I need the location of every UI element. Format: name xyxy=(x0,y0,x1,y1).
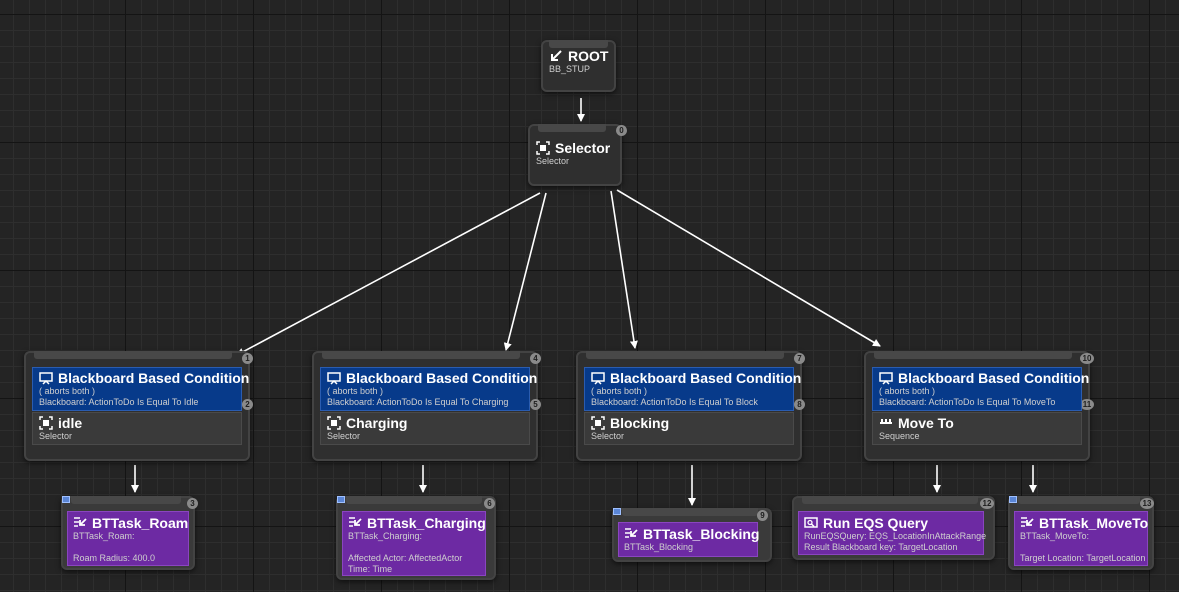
decorator-blackboard-condition[interactable]: Blackboard Based Condition ( aborts both… xyxy=(32,367,249,411)
task-index: 13 xyxy=(1140,498,1154,509)
task-title: BTTask_Roam xyxy=(92,515,189,531)
task-line-3: Roam Radius: 400.0 xyxy=(73,553,156,563)
task-line-1: RunEQSQuery: EQS_LocationInAttackRange xyxy=(804,531,987,541)
task-index: 9 xyxy=(757,510,768,521)
decorator-index: 10 xyxy=(1080,353,1094,364)
decorator-aborts: ( aborts both ) xyxy=(879,386,936,396)
composite-title: idle xyxy=(58,415,83,431)
composite-charging[interactable]: Charging Selector xyxy=(320,412,530,445)
task-node-charging[interactable]: 6 BTTask_Charging BTTask_Charging: Affec… xyxy=(336,496,496,580)
composite-subtitle: Selector xyxy=(591,431,625,441)
task-title: BTTask_Charging xyxy=(367,515,486,531)
root-subtitle: BB_STUP xyxy=(549,64,591,74)
decorator-aborts: ( aborts both ) xyxy=(39,386,96,396)
composite-blocking[interactable]: Blocking Selector xyxy=(584,412,794,445)
eqs-query-icon xyxy=(804,517,818,528)
branch-node-blocking[interactable]: 7 8 Blackboard Based Condition ( aborts … xyxy=(576,351,805,461)
wire-selector-charging xyxy=(503,192,547,351)
blackboard-monitor-icon xyxy=(39,372,53,385)
root-node[interactable]: ROOT BB_STUP xyxy=(541,40,616,92)
composite-index: 11 xyxy=(1080,399,1094,410)
task-line-2: Result Blackboard key: TargetLocation xyxy=(804,542,958,552)
decorator-index: 7 xyxy=(794,353,805,364)
task-node-move-to[interactable]: 13 BTTask_MoveTo BTTask_MoveTo: Target L… xyxy=(1008,496,1154,570)
composite-idle[interactable]: idle Selector xyxy=(32,412,242,445)
decorator-title: Blackboard Based Condition xyxy=(58,370,250,386)
decorator-blackboard-condition[interactable]: Blackboard Based Condition ( aborts both… xyxy=(320,367,537,411)
decorator-blackboard-condition[interactable]: Blackboard Based Condition ( aborts both… xyxy=(584,367,801,411)
composite-subtitle: Selector xyxy=(327,431,361,441)
branch-node-idle[interactable]: 1 2 Blackboard Based Condition ( aborts … xyxy=(24,351,253,461)
task-title: BTTask_Blocking xyxy=(643,526,760,542)
decorator-title: Blackboard Based Condition xyxy=(610,370,802,386)
decorator-condition: Blackboard: ActionToDo Is Equal To Block xyxy=(591,397,758,407)
task-index: 3 xyxy=(187,498,198,509)
blackboard-monitor-icon xyxy=(591,372,605,385)
task-line-4: Time: Time xyxy=(348,564,393,574)
selector-icon xyxy=(536,141,550,155)
blackboard-monitor-icon xyxy=(327,372,341,385)
composite-index: 8 xyxy=(794,399,805,410)
root-arrow-icon xyxy=(551,50,562,61)
composite-title: Blocking xyxy=(610,415,670,431)
task-node-roam[interactable]: 3 BTTask_Roam BTTask_Roam: Roam Radius: … xyxy=(61,496,198,570)
task-icon xyxy=(1021,517,1034,527)
task-title: Run EQS Query xyxy=(823,515,929,531)
decorator-index: 4 xyxy=(530,353,541,364)
selector-icon xyxy=(327,416,341,430)
task-node-run-eqs-query[interactable]: 12 Run EQS Query RunEQSQuery: EQS_Locati… xyxy=(792,496,995,560)
bookmark-icon xyxy=(62,496,70,503)
branch-node-charging[interactable]: 4 5 Blackboard Based Condition ( aborts … xyxy=(312,351,541,461)
bookmark-icon xyxy=(613,508,621,515)
task-line-1: BTTask_Blocking xyxy=(624,542,694,552)
selector-icon xyxy=(591,416,605,430)
wire-selector-moveto xyxy=(616,189,881,347)
decorator-condition: Blackboard: ActionToDo Is Equal To Charg… xyxy=(327,397,509,407)
task-line-3: Target Location: TargetLocation xyxy=(1020,553,1146,563)
task-line-1: BTTask_MoveTo: xyxy=(1020,531,1090,541)
task-icon xyxy=(349,517,362,527)
bookmark-icon xyxy=(1009,496,1017,503)
task-index: 6 xyxy=(484,498,495,509)
composite-move-to[interactable]: Move To Sequence xyxy=(872,412,1082,445)
composite-subtitle: Sequence xyxy=(879,431,920,441)
decorator-aborts: ( aborts both ) xyxy=(327,386,384,396)
selector-icon xyxy=(39,416,53,430)
branch-node-move-to[interactable]: 10 11 Blackboard Based Condition ( abort… xyxy=(864,351,1094,461)
composite-title: Move To xyxy=(898,415,954,431)
decorator-blackboard-condition[interactable]: Blackboard Based Condition ( aborts both… xyxy=(872,367,1089,411)
decorator-condition: Blackboard: ActionToDo Is Equal To MoveT… xyxy=(879,397,1056,407)
selector-index: 0 xyxy=(616,125,627,136)
task-title: BTTask_MoveTo xyxy=(1039,515,1149,531)
decorator-index: 1 xyxy=(242,353,253,364)
composite-index: 2 xyxy=(242,399,253,410)
decorator-condition: Blackboard: ActionToDo Is Equal To Idle xyxy=(39,397,199,407)
task-line-2 xyxy=(73,542,183,553)
task-node-blocking[interactable]: 9 BTTask_Blocking BTTask_Blocking xyxy=(612,508,772,562)
blackboard-monitor-icon xyxy=(879,372,893,385)
task-icon xyxy=(74,517,87,527)
wire-selector-blocking xyxy=(610,190,638,349)
bookmark-icon xyxy=(337,496,345,503)
task-index: 12 xyxy=(980,498,994,509)
root-title: ROOT xyxy=(568,48,609,64)
task-line-1: BTTask_Roam: xyxy=(73,531,135,541)
composite-index: 5 xyxy=(530,399,541,410)
selector-subtitle: Selector xyxy=(536,156,570,166)
decorator-title: Blackboard Based Condition xyxy=(346,370,538,386)
task-line-3: Affected Actor: AffectedActor xyxy=(348,553,463,563)
wire-selector-idle xyxy=(236,192,541,356)
selector-node[interactable]: 0 Selector Selector xyxy=(528,124,627,186)
selector-title: Selector xyxy=(555,140,611,156)
composite-subtitle: Selector xyxy=(39,431,73,441)
composite-title: Charging xyxy=(346,415,408,431)
decorator-aborts: ( aborts both ) xyxy=(591,386,648,396)
task-icon xyxy=(625,528,638,538)
decorator-title: Blackboard Based Condition xyxy=(898,370,1090,386)
task-line-2 xyxy=(1020,542,1142,553)
sequence-icon xyxy=(880,419,892,424)
task-line-2 xyxy=(348,542,480,553)
task-line-1: BTTask_Charging: xyxy=(348,531,423,541)
